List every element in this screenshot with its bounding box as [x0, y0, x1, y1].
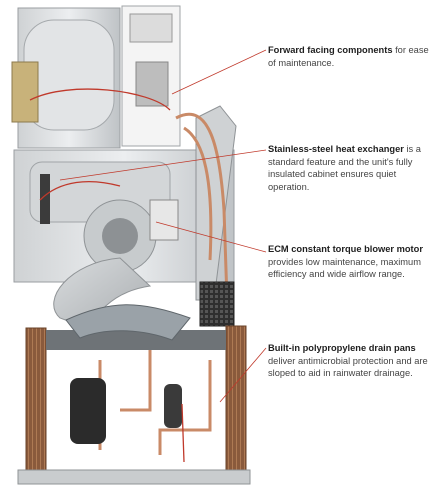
drain-pan-module [199, 281, 235, 327]
callout-forward-components: Forward facing components for ease of ma… [268, 44, 436, 69]
condenser-section [17, 304, 251, 485]
callout-title: Forward facing components [268, 45, 393, 55]
callout-leader-lines [59, 49, 267, 403]
callout-heat-exchanger: Stainless-steel heat exchanger is a stan… [268, 143, 436, 193]
callout-title: ECM constant torque blower motor [268, 244, 423, 254]
callout-body: is a standard feature and the unit's ful… [268, 144, 421, 192]
airflow-arrows [29, 88, 185, 463]
callout-body: provides low maintenance, maximum effici… [268, 256, 421, 280]
callout-body: deliver antimicrobial protection and are… [268, 355, 428, 379]
callout-blower-motor: ECM constant torque blower motor provide… [268, 243, 436, 281]
callout-body: for ease of maintenance. [268, 45, 429, 68]
callout-drain-pans: Built-in polypropylene drain pans delive… [268, 342, 436, 380]
callout-title: Built-in polypropylene drain pans [268, 343, 416, 353]
callout-title: Stainless-steel heat exchanger [268, 144, 404, 154]
furnace-cabinet [11, 5, 235, 283]
